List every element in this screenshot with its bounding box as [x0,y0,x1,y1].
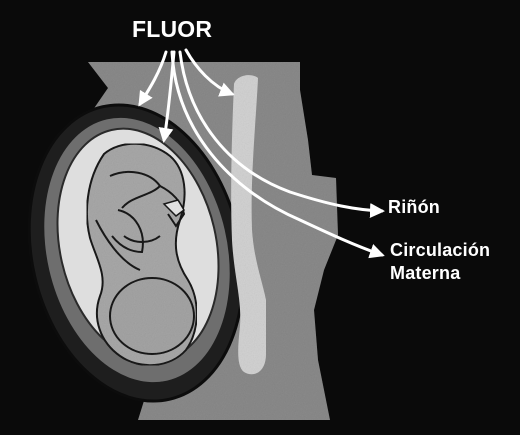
circulation-label-line1: Circulación [390,239,490,262]
kidney-label: Riñón [388,197,440,218]
maternal-circulation-label: Circulación Materna [390,239,490,285]
fluor-title: FLUOR [132,16,212,43]
circulation-label-line2: Materna [390,262,490,285]
